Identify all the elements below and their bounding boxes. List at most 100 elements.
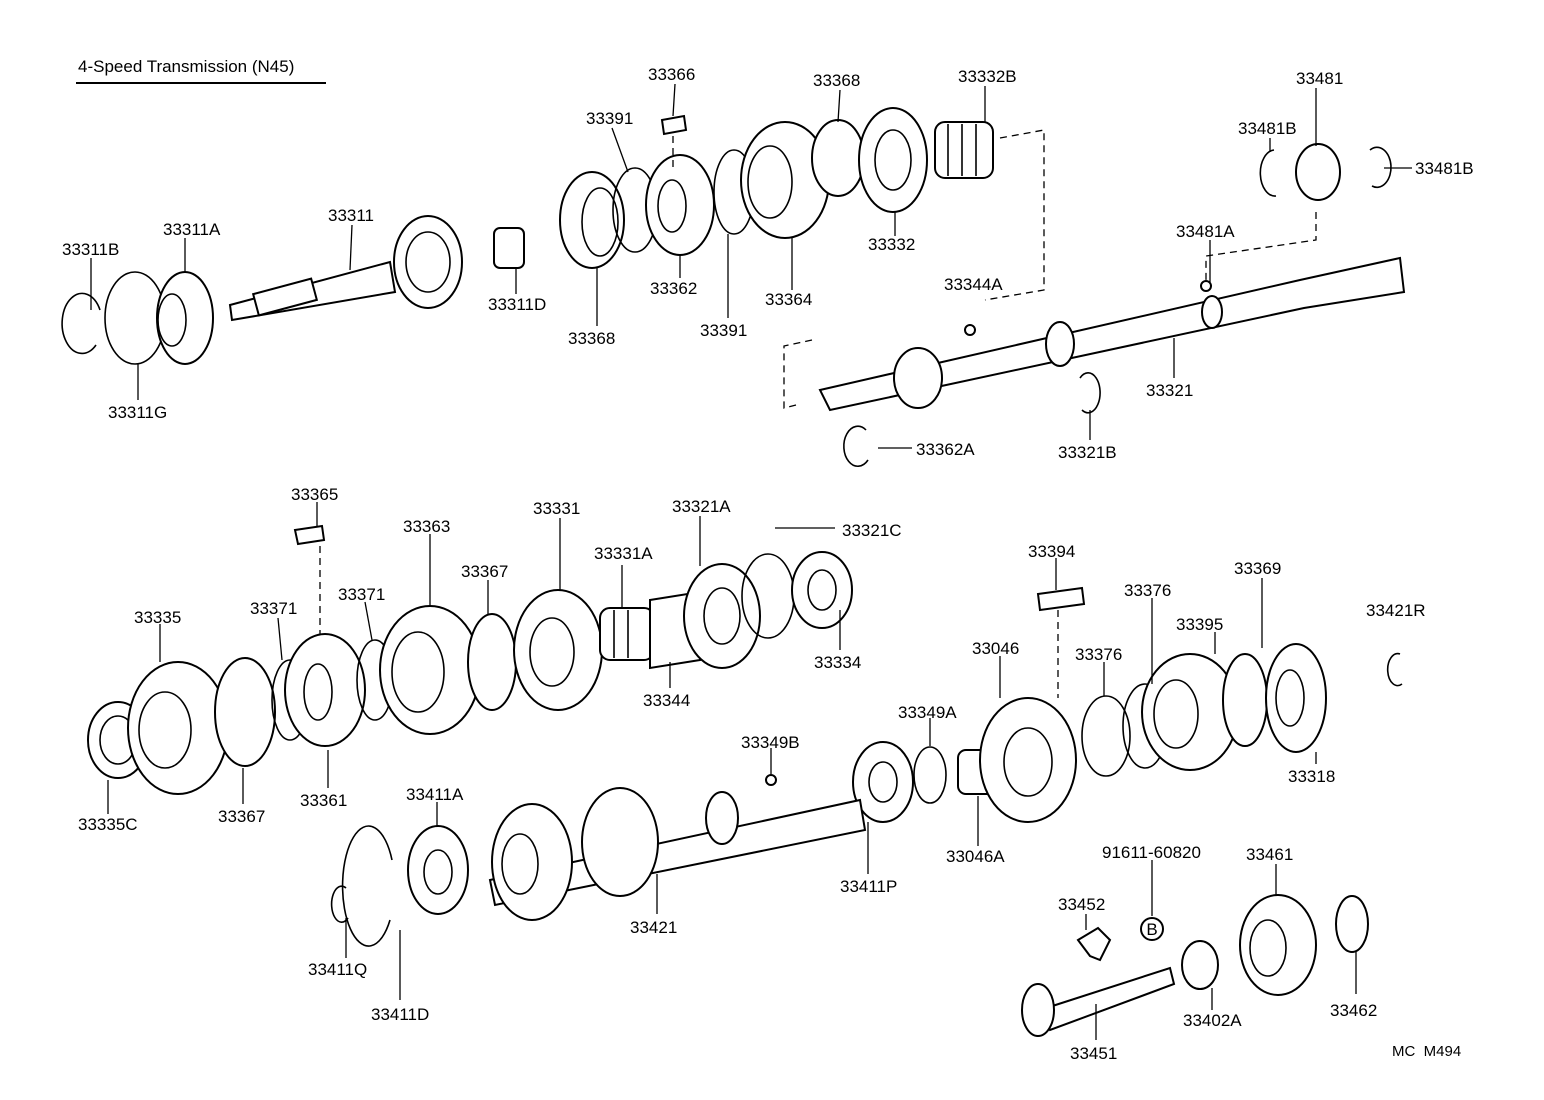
- shifting-key-33366: [660, 114, 688, 136]
- label-33391-upper: 33391: [586, 109, 633, 128]
- hub-sleeve-33361: [284, 633, 366, 747]
- label-33344a: 33344A: [944, 275, 1003, 294]
- snap-ring-33376-left: [1081, 695, 1131, 777]
- input-gear-33311: [393, 215, 463, 309]
- reverse-idler-gear-33461: [1239, 894, 1317, 996]
- label-33365: 33365: [291, 485, 338, 504]
- bearing-33411a: [407, 825, 469, 915]
- assembly-line-left: [783, 339, 813, 409]
- label-91611-60820: 91611-60820: [1102, 843, 1201, 862]
- label-33311b: 33311B: [62, 240, 119, 259]
- label-33371-left: 33371: [250, 599, 297, 618]
- snap-ring-33411q: [330, 885, 349, 923]
- label-33046: 33046: [972, 639, 1019, 658]
- assembly-line-right: [1205, 212, 1317, 282]
- needle-bearing-33332b: [934, 121, 994, 179]
- synchro-ring-33367: [214, 657, 276, 767]
- label-33362: 33362: [650, 279, 697, 298]
- label-33481a: 33481A: [1176, 222, 1235, 241]
- gear-33321a: [683, 563, 761, 669]
- needle-bearing-33311d: [493, 227, 525, 269]
- label-33311g: 33311G: [108, 403, 167, 422]
- label-33376-lower: 33376: [1075, 645, 1122, 664]
- bearing-33411p: [852, 741, 914, 823]
- label-33395: 33395: [1176, 615, 1223, 634]
- label-33311: 33311: [328, 206, 374, 225]
- label-33391-lower: 33391: [700, 321, 747, 340]
- label-33411d: 33411D: [371, 1005, 429, 1024]
- label-33481: 33481: [1296, 69, 1343, 88]
- label-33411a: 33411A: [406, 785, 464, 804]
- label-33451: 33451: [1070, 1044, 1117, 1063]
- label-33367-lower: 33367: [218, 807, 265, 826]
- snap-ring-33481b-left: [1259, 149, 1277, 197]
- snap-ring-33362a: [843, 425, 869, 467]
- label-33368: 33368: [813, 71, 860, 90]
- counter-gear-group: [330, 787, 867, 947]
- ring-33349a: [913, 746, 947, 804]
- gear-33046: [979, 697, 1077, 823]
- counter-gear-33421-right: [581, 787, 659, 897]
- ball-33349b: [765, 774, 777, 786]
- snap-ring-33421r: [1386, 652, 1403, 687]
- label-33332: 33332: [868, 235, 915, 254]
- label-33318: 33318: [1288, 767, 1335, 786]
- leader-lines: [90, 83, 1412, 1040]
- label-33376-upper: 33376: [1124, 581, 1171, 600]
- gear-33331: [513, 589, 603, 711]
- reverse-idler-group: B: [1021, 894, 1369, 1037]
- label-33331: 33331: [533, 499, 580, 518]
- idler-shaft-33451: [1038, 966, 1176, 1032]
- label-33321c: 33321C: [842, 521, 902, 540]
- synchro-group-top: [559, 107, 994, 269]
- output-shaft-33321: [818, 256, 1406, 412]
- label-33046a: 33046A: [946, 847, 1005, 866]
- output-shaft-group: [818, 143, 1406, 467]
- ball-33481a: [1200, 280, 1212, 292]
- diagram-title: 4-Speed Transmission (N45): [78, 57, 294, 76]
- label-33461: 33461: [1246, 845, 1293, 864]
- label-33368-lower: 33368: [568, 329, 615, 348]
- label-33462: 33462: [1330, 1001, 1377, 1020]
- label-33394: 33394: [1028, 542, 1075, 561]
- label-33364: 33364: [765, 290, 812, 309]
- gear-33363: [379, 605, 481, 735]
- label-33311d: 33311D: [488, 295, 546, 314]
- label-33362a: 33362A: [916, 440, 975, 459]
- snap-ring-33311b: [61, 292, 101, 355]
- counter-gear-33421-left: [491, 803, 573, 921]
- synchro-ring-33367-upper: [467, 613, 517, 711]
- label-33321b: 33321B: [1058, 443, 1117, 462]
- label-33369: 33369: [1234, 559, 1281, 578]
- gear-33481: [1295, 143, 1341, 201]
- synchro-ring-33368-right: [811, 119, 865, 197]
- thrust-washer-33462: [1335, 895, 1369, 953]
- label-33311a: 33311A: [163, 220, 221, 239]
- bolt-marker-letter: B: [1146, 920, 1157, 939]
- label-33361: 33361: [300, 791, 347, 810]
- bolt-marker-91611: [1140, 917, 1164, 941]
- label-33335c: 33335C: [78, 815, 138, 834]
- label-33421r: 33421R: [1366, 601, 1426, 620]
- label-33421: 33421: [630, 918, 677, 937]
- shifting-key-33365: [293, 524, 326, 546]
- ball-33344a: [964, 324, 976, 336]
- gear-33332: [858, 107, 928, 213]
- bearing-33311a: [156, 271, 214, 365]
- label-33402a: 33402A: [1183, 1011, 1242, 1030]
- lock-plate-33452: [1076, 926, 1112, 962]
- assembly-line-top: [984, 129, 1045, 301]
- snap-ring-33481b-right: [1369, 146, 1392, 189]
- label-33321: 33321: [1146, 381, 1193, 400]
- synchro-ring-33369: [1222, 653, 1268, 747]
- label-33349a: 33349A: [898, 703, 957, 722]
- hub-sleeve-33362: [645, 154, 715, 256]
- synchro-group-middle: [87, 524, 853, 795]
- label-33371-right: 33371: [338, 585, 385, 604]
- label-33335: 33335: [134, 608, 181, 627]
- synchro-ring-33368-left: [559, 171, 625, 269]
- snap-ring-33321b: [1079, 371, 1101, 414]
- input-shaft-group: [61, 215, 525, 365]
- needle-bearing-33331a: [599, 607, 655, 661]
